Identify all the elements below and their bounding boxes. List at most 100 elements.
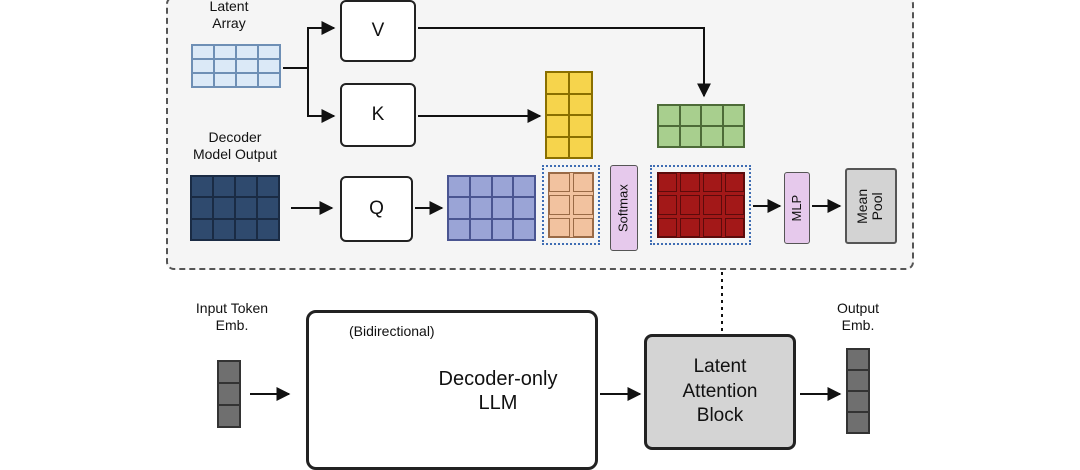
scores-dotted-outline bbox=[542, 165, 600, 245]
latent-to-v-arrow bbox=[283, 21, 336, 69]
matrix-cell bbox=[218, 361, 240, 383]
matrix-cell bbox=[235, 197, 257, 219]
output-dotted-outline bbox=[650, 165, 751, 245]
matrix-cell bbox=[469, 176, 492, 198]
matrix-cell bbox=[680, 173, 700, 193]
matrix-cell bbox=[658, 126, 680, 147]
matrix-cell bbox=[218, 405, 240, 427]
mlp-block: MLP bbox=[784, 172, 810, 244]
matrix-cell bbox=[213, 197, 235, 219]
matrix-cell bbox=[569, 93, 592, 115]
matrix-cell bbox=[491, 176, 514, 198]
matrix-cell bbox=[192, 59, 214, 73]
attention-scores-matrix bbox=[548, 172, 594, 238]
matrix-cell bbox=[213, 176, 235, 198]
matrix-cell bbox=[680, 217, 700, 237]
matrix-cell bbox=[722, 105, 744, 126]
matrix-cell bbox=[549, 173, 570, 193]
matrix-cell bbox=[258, 45, 280, 59]
matrix-cell bbox=[448, 197, 470, 219]
query-matrix bbox=[447, 175, 536, 241]
matrix-cell bbox=[469, 197, 492, 219]
matrix-cell bbox=[513, 218, 535, 240]
matrix-cell bbox=[235, 218, 257, 240]
matrix-cell bbox=[847, 349, 869, 370]
matrix-cell bbox=[847, 391, 869, 412]
matrix-cell bbox=[213, 218, 235, 240]
matrix-cell bbox=[658, 173, 678, 193]
matrix-cell bbox=[218, 383, 240, 405]
matrix-cell bbox=[722, 126, 744, 147]
latent-to-k-arrow bbox=[307, 68, 336, 123]
matrix-cell bbox=[192, 45, 214, 59]
latent-array-matrix bbox=[191, 44, 281, 88]
matrix-cell bbox=[513, 197, 535, 219]
matrix-cell bbox=[258, 73, 280, 87]
matrix-cell bbox=[679, 126, 701, 147]
matrix-cell bbox=[572, 173, 593, 193]
matrix-cell bbox=[491, 197, 514, 219]
matrix-cell bbox=[191, 197, 213, 219]
matrix-cell bbox=[724, 173, 744, 193]
matrix-cell bbox=[658, 195, 678, 215]
matrix-cell bbox=[257, 176, 279, 198]
matrix-cell bbox=[572, 195, 593, 215]
matrix-cell bbox=[448, 218, 470, 240]
matrix-cell bbox=[236, 73, 258, 87]
matrix-cell bbox=[702, 195, 722, 215]
v-to-values-arrow bbox=[418, 27, 711, 98]
matrix-cell bbox=[236, 59, 258, 73]
matrix-cell bbox=[546, 115, 569, 137]
matrix-cell bbox=[513, 176, 535, 198]
matrix-cell bbox=[847, 412, 869, 433]
matrix-cell bbox=[724, 217, 744, 237]
decoder-output-matrix bbox=[190, 175, 280, 241]
matrix-cell bbox=[701, 126, 723, 147]
matrix-cell bbox=[847, 370, 869, 391]
matrix-cell bbox=[572, 217, 593, 237]
matrix-cell bbox=[549, 217, 570, 237]
matrix-cell bbox=[658, 105, 680, 126]
values-matrix bbox=[657, 104, 745, 148]
v-projection: V bbox=[340, 0, 416, 62]
matrix-cell bbox=[258, 59, 280, 73]
matrix-cell bbox=[448, 176, 470, 198]
matrix-cell bbox=[569, 115, 592, 137]
matrix-cell bbox=[214, 59, 236, 73]
matrix-cell bbox=[702, 173, 722, 193]
matrix-cell bbox=[658, 217, 678, 237]
matrix-cell bbox=[724, 195, 744, 215]
matrix-cell bbox=[235, 176, 257, 198]
matrix-cell bbox=[191, 176, 213, 198]
matrix-cell bbox=[546, 72, 569, 94]
matrix-cell bbox=[214, 73, 236, 87]
matrix-cell bbox=[569, 72, 592, 94]
keys-matrix bbox=[545, 71, 593, 159]
matrix-cell bbox=[257, 218, 279, 240]
matrix-cell bbox=[257, 197, 279, 219]
softmax-block: Softmax bbox=[610, 165, 638, 251]
output-emb-vector bbox=[846, 348, 870, 434]
q-projection: Q bbox=[340, 176, 413, 242]
matrix-cell bbox=[191, 218, 213, 240]
bidirectional-label: (Bidirectional) bbox=[349, 323, 435, 339]
matrix-cell bbox=[701, 105, 723, 126]
matrix-cell bbox=[569, 136, 592, 158]
matrix-cell bbox=[546, 136, 569, 158]
matrix-cell bbox=[680, 195, 700, 215]
k-projection: K bbox=[340, 83, 416, 147]
matrix-cell bbox=[702, 217, 722, 237]
matrix-cell bbox=[549, 195, 570, 215]
matrix-cell bbox=[192, 73, 214, 87]
matrix-cell bbox=[236, 45, 258, 59]
matrix-cell bbox=[214, 45, 236, 59]
matrix-cell bbox=[546, 93, 569, 115]
